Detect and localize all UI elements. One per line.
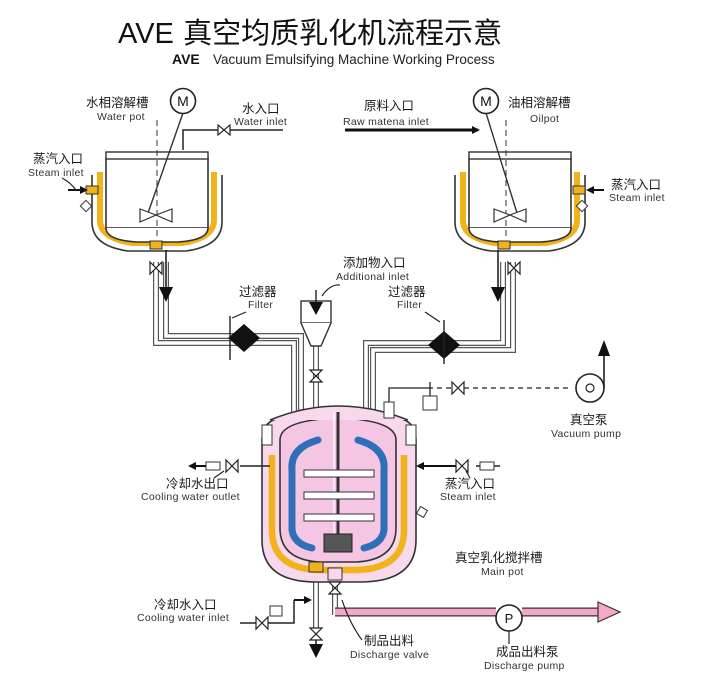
water-pot-motor: M [169, 87, 197, 115]
filter-left-cn: 过滤器 [239, 284, 277, 299]
valve-icon [455, 458, 469, 474]
cooling-outlet-line [188, 458, 270, 474]
label-raw-material: 原料入口 Raw matena inlet [343, 98, 429, 128]
oil-pot-cn: 油相溶解槽 [508, 95, 571, 110]
motor-icon [472, 87, 500, 115]
label-water-inlet: 水入口 Water inlet [234, 101, 287, 128]
oil-pot-en: Oilpot [530, 113, 559, 125]
title-block: AVE 真空均质乳化机流程示意 AVE Vacuum Emulsifying M… [118, 16, 502, 67]
raw-material-en: Raw matena inlet [343, 116, 429, 128]
filter-right [428, 320, 460, 364]
main-pot-en: Main pot [481, 566, 524, 578]
label-discharge-valve: 制品出料 Discharge valve [341, 599, 429, 661]
label-steam-right: 蒸汽入口 Steam inlet [609, 177, 665, 204]
label-filter-right: 过滤器 Filter [388, 284, 441, 323]
cooling-outlet-cn: 冷却水出口 [166, 476, 229, 491]
bottom-valves [308, 581, 343, 658]
label-water-pot: 水相溶解槽 Water pot [86, 95, 149, 123]
cooling-outlet-en: Cooling water outlet [141, 491, 240, 503]
additional-inlet-funnel [300, 290, 332, 383]
label-additional: 添加物入口 Additional inlet [321, 255, 409, 297]
label-steam-left: 蒸汽入口 Steam inlet [28, 151, 84, 191]
label-steam-main: 蒸汽入口 Steam inlet [440, 470, 496, 503]
filter-left [228, 316, 260, 360]
pump-symbol: P [505, 611, 514, 626]
filter-icon [228, 324, 260, 352]
motor-symbol: M [480, 93, 492, 109]
label-cooling-inlet: 冷却水入口 Cooling water inlet [137, 597, 229, 624]
steam-main-en: Steam inlet [440, 491, 496, 503]
main-pot-agitator [288, 412, 388, 553]
steam-left-en: Steam inlet [28, 167, 84, 179]
oil-pot-drain [491, 250, 521, 302]
valve-icon [255, 615, 269, 631]
valve-icon [451, 380, 465, 396]
title-brand: AVE [172, 51, 200, 67]
label-oil-pot: 油相溶解槽 Oilpot [508, 95, 571, 125]
water-pot-en: Water pot [97, 111, 145, 123]
discharge-pump-en: Discharge pump [484, 660, 565, 672]
water-pot [79, 112, 223, 252]
steam-main-cn: 蒸汽入口 [445, 476, 495, 491]
filter-right-en: Filter [397, 299, 422, 311]
discharge-pump-cn: 成品出料泵 [496, 644, 559, 659]
label-discharge-pump: 成品出料泵 Discharge pump [484, 631, 565, 672]
raw-material-cn: 原料入口 [364, 98, 414, 113]
discharge-pump: P [495, 604, 523, 632]
vacuum-pump-cn: 真空泵 [570, 412, 608, 427]
cooling-inlet-cn: 冷却水入口 [154, 597, 217, 612]
steam-right-cn: 蒸汽入口 [611, 177, 661, 192]
main-pot-cn: 真空乳化搅拌槽 [455, 550, 543, 565]
discharge-valve-en: Discharge valve [350, 649, 429, 661]
valve-icon [217, 123, 231, 137]
valve-icon [308, 627, 324, 641]
additional-en: Additional inlet [336, 271, 409, 283]
water-pot-cn: 水相溶解槽 [86, 95, 149, 110]
label-vacuum-pump: 真空泵 Vacuum pump [551, 412, 621, 440]
cooling-inlet-en: Cooling water inlet [137, 612, 229, 624]
page-subtitle: Vacuum Emulsifying Machine Working Proce… [213, 52, 495, 67]
label-main-pot: 真空乳化搅拌槽 Main pot [455, 550, 543, 578]
motor-icon [169, 87, 197, 115]
steam-main-line [416, 458, 500, 474]
water-inlet-line [182, 123, 283, 150]
valve-icon [327, 581, 343, 595]
filter-left-en: Filter [248, 299, 273, 311]
label-cooling-outlet: 冷却水出口 Cooling water outlet [141, 470, 240, 503]
filter-right-cn: 过滤器 [388, 284, 426, 299]
water-inlet-cn: 水入口 [242, 101, 280, 116]
cooling-inlet-line [240, 596, 312, 631]
water-pot-drain [149, 250, 173, 302]
valve-icon [308, 369, 324, 383]
motor-symbol: M [177, 93, 189, 109]
valve-icon [225, 458, 239, 474]
water-inlet-en: Water inlet [234, 116, 287, 128]
oil-pot [454, 112, 589, 252]
discharge-valve-cn: 制品出料 [364, 633, 415, 648]
steam-left-cn: 蒸汽入口 [33, 151, 83, 166]
oil-pot-motor: M [472, 87, 500, 115]
vacuum-pump [575, 340, 610, 403]
label-filter-left: 过滤器 Filter [231, 284, 277, 319]
steam-right-en: Steam inlet [609, 192, 665, 204]
page-title: AVE 真空均质乳化机流程示意 [118, 16, 502, 50]
vacuum-line [388, 380, 572, 411]
vacuum-pump-en: Vacuum pump [551, 428, 621, 440]
discharge-pipe [335, 601, 622, 623]
additional-cn: 添加物入口 [343, 255, 406, 270]
